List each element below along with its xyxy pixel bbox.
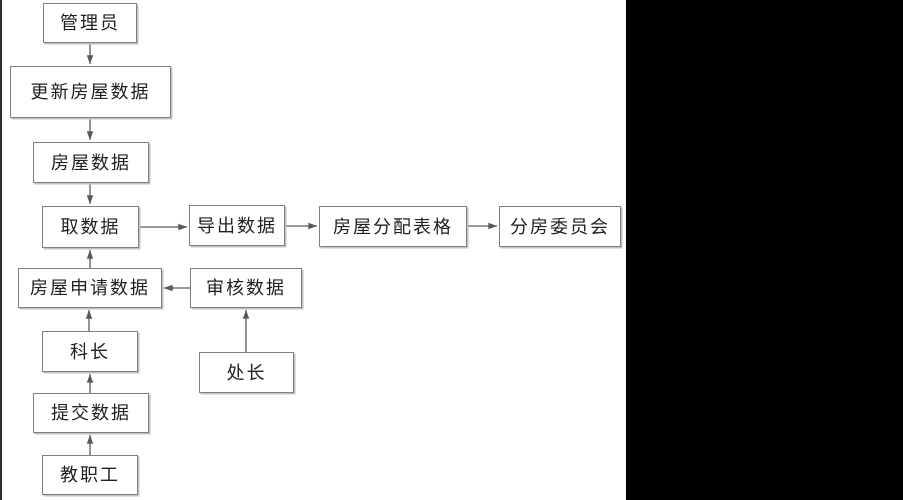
flow-node-label: 导出数据 <box>197 215 277 236</box>
flow-node-review-data: 审核数据 <box>190 268 302 308</box>
flow-node-housing-data: 房屋数据 <box>33 142 149 183</box>
flow-node-label: 审核数据 <box>206 278 286 298</box>
flow-node-label: 房屋分配表格 <box>333 216 453 237</box>
flow-node-faculty-staff: 教职工 <box>42 455 138 495</box>
flow-node-submit-data: 提交数据 <box>33 393 149 433</box>
flow-node-label: 科长 <box>70 341 110 362</box>
flow-node-admin: 管理员 <box>43 3 137 43</box>
flow-node-allocation-table: 房屋分配表格 <box>319 206 467 247</box>
flow-node-application-data: 房屋申请数据 <box>18 268 162 308</box>
flow-node-label: 管理员 <box>60 13 120 33</box>
edges-layer <box>85 43 498 455</box>
flow-node-label: 提交数据 <box>51 403 131 423</box>
flow-node-get-data: 取数据 <box>42 206 139 248</box>
flow-node-label: 房屋数据 <box>51 152 131 173</box>
flow-node-label: 房屋申请数据 <box>30 278 150 298</box>
flow-node-division-chief: 处长 <box>199 352 294 393</box>
flow-node-label: 教职工 <box>60 465 120 485</box>
flow-node-label: 分房委员会 <box>510 216 610 237</box>
left-edge-line <box>0 0 2 500</box>
flow-node-label: 取数据 <box>60 217 121 237</box>
flow-node-committee: 分房委员会 <box>499 206 621 247</box>
flowchart-canvas: 管理员更新房屋数据房屋数据取数据 导出数据 房屋分配表格 分房委员会房屋申请数据 审核数… <box>0 0 626 500</box>
flow-node-label: 更新房屋数据 <box>30 82 151 102</box>
edge-group <box>85 43 498 455</box>
flow-node-section-chief: 科长 <box>42 331 138 372</box>
flow-node-label: 处长 <box>226 362 267 383</box>
flow-node-update-housing-data: 更新房屋数据 <box>10 66 171 118</box>
flow-node-export-data: 导出数据 <box>189 205 285 246</box>
